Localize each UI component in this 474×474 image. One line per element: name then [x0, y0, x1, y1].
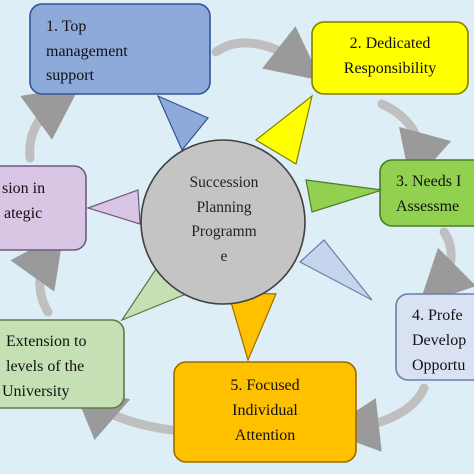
box-5-line-2: Individual	[232, 402, 298, 419]
box-3-line-2: Assessme	[396, 198, 459, 215]
box-1-line-3: support	[46, 67, 95, 84]
box-2-line-2: Responsibility	[344, 60, 436, 77]
box-inclusion-strategic: sion in ategic	[0, 165, 87, 251]
pointer-triangles	[86, 94, 383, 362]
box-4-line-2: Develop	[412, 332, 466, 349]
box-2-line-1: 2. Dedicated	[350, 35, 431, 52]
box-7-line-2: ategic	[4, 205, 42, 222]
pointer-dedicated-responsibility	[254, 94, 313, 165]
box-top-management: 1. Top management support	[29, 3, 211, 95]
arrow-1-to-2	[211, 26, 322, 81]
center-circle	[140, 139, 306, 305]
pointer-top-management	[156, 94, 209, 152]
center-line-2: Planning	[196, 199, 251, 216]
box-1-line-2: management	[46, 43, 128, 60]
box-6-line-2: levels of the	[6, 358, 84, 375]
arrow-3-to-4	[418, 227, 474, 306]
cycle-arrows	[10, 26, 474, 452]
pointer-needs-assessment	[305, 179, 383, 213]
box-5-line-3: Attention	[235, 427, 295, 444]
center-node: Succession Planning Programm e	[140, 139, 306, 305]
box-needs-assessment: 3. Needs I Assessme	[379, 159, 474, 227]
box-6-line-3: University	[2, 383, 70, 400]
box-dedicated-responsibility: 2. Dedicated Responsibility	[311, 21, 469, 95]
box-6-line-1: Extension to	[6, 333, 86, 350]
arrow-4-to-5	[325, 383, 429, 452]
box-1-line-1: 1. Top	[46, 18, 86, 35]
box-professional-development: 4. Profe Develop Opportu	[395, 293, 474, 381]
arrow-inclusion-to-1	[20, 86, 80, 163]
box-extension-university: Extension to levels of the University	[0, 319, 125, 409]
box-4-line-3: Opportu	[412, 357, 465, 374]
arrow-extension-to-inclusion	[10, 232, 64, 317]
pointer-professional-development	[298, 239, 373, 301]
box-7-line-1: sion in	[2, 180, 45, 197]
pointer-inclusion-strategic	[86, 189, 141, 225]
box-focused-attention: 5. Focused Individual Attention	[173, 361, 357, 463]
box-4-line-1: 4. Profe	[412, 307, 463, 324]
box-3-line-1: 3. Needs I	[396, 173, 461, 190]
center-line-1: Succession	[190, 174, 259, 191]
box-5-line-1: 5. Focused	[230, 377, 299, 394]
center-line-4: e	[221, 248, 228, 265]
center-line-3: Programm	[191, 223, 256, 240]
arrow-2-to-3	[377, 99, 452, 187]
